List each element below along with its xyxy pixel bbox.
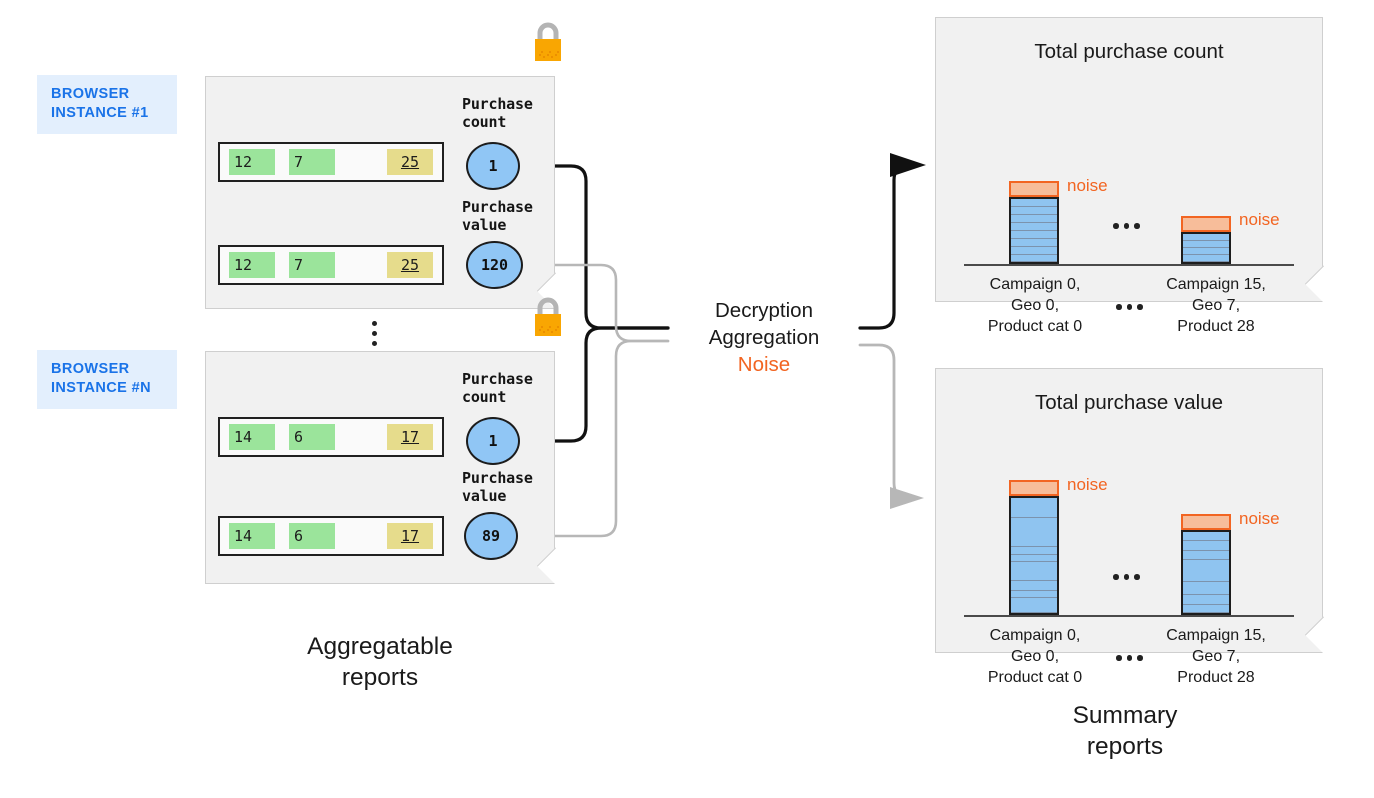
chart-ellipsis — [1113, 223, 1140, 229]
aggregation-process-label: Decryption Aggregation Noise — [669, 297, 859, 378]
metric-bubble-purchase-value: 120 — [466, 241, 523, 289]
vertical-ellipsis — [372, 321, 377, 346]
metric-label-purchase-count: Purchase count — [462, 370, 533, 406]
summary-report-panel-count: Total purchase count noise — [935, 17, 1342, 335]
summary-title: Total purchase count — [1034, 40, 1224, 63]
report-cell-campaign: 12 — [229, 252, 275, 278]
padlock-icon — [531, 294, 565, 338]
noise-label: noise — [1067, 475, 1108, 494]
bar-value-campaign0 — [1009, 496, 1059, 615]
panel-fold-corner — [536, 547, 574, 585]
noise-label: noise — [1067, 176, 1108, 195]
bar-noise-segment — [1009, 181, 1059, 197]
report-row: 12 7 25 — [218, 142, 444, 182]
bar-caption: Campaign 0, Geo 0, Product cat 0 — [987, 276, 1083, 335]
noise-label: noise — [1239, 210, 1280, 229]
metric-label-purchase-value: Purchase value — [462, 469, 533, 505]
metric-bubble-purchase-value: 89 — [464, 512, 518, 560]
caption-ellipsis — [1116, 655, 1143, 661]
bar-value-campaign15 — [1181, 530, 1231, 615]
bar-caption: Campaign 0, Geo 0, Product cat 0 — [987, 627, 1083, 686]
summary-reports-caption: Summary reports — [1072, 702, 1178, 760]
summary-title: Total purchase value — [1034, 391, 1224, 414]
process-line-aggregation: Aggregation — [708, 326, 820, 349]
browser-instance-n-badge: BROWSER INSTANCE #N — [37, 350, 177, 409]
padlock-icon — [531, 19, 565, 63]
bar-noise-segment — [1181, 514, 1231, 530]
bar-caption: Campaign 15, Geo 7, Product 28 — [1166, 627, 1266, 686]
chart-axis-line — [964, 264, 1294, 266]
chart-count: noise noise — [936, 78, 1322, 335]
report-row: 14 6 17 — [218, 417, 444, 457]
browser-instance-1-badge: BROWSER INSTANCE #1 — [37, 75, 177, 134]
bar-caption: Campaign 15, Geo 7, Product 28 — [1166, 276, 1266, 335]
chart-value: noise noise — [936, 429, 1322, 686]
caption-ellipsis — [1116, 304, 1143, 310]
bar-count-campaign15 — [1181, 232, 1231, 264]
bar-noise-segment — [1181, 216, 1231, 232]
metric-bubble-purchase-count: 1 — [466, 417, 520, 465]
process-line-noise: Noise — [737, 353, 791, 376]
report-cell-campaign: 14 — [229, 523, 275, 549]
report-cell-key: 17 — [387, 424, 433, 450]
report-cell-campaign: 12 — [229, 149, 275, 175]
report-row: 14 6 17 — [218, 516, 444, 556]
report-cell-key: 17 — [387, 523, 433, 549]
bar-count-campaign0 — [1009, 197, 1059, 264]
report-cell-geo: 6 — [289, 523, 335, 549]
noise-label: noise — [1239, 509, 1280, 528]
report-cell-campaign: 14 — [229, 424, 275, 450]
report-cell-geo: 7 — [289, 252, 335, 278]
chart-ellipsis — [1113, 574, 1140, 580]
metric-label-purchase-count: Purchase count — [462, 95, 533, 131]
process-line-decryption: Decryption — [715, 299, 813, 322]
summary-report-panel-value: Total purchase value noise noise — [935, 368, 1342, 686]
report-cell-geo: 6 — [289, 424, 335, 450]
chart-axis-line — [964, 615, 1294, 617]
metric-bubble-purchase-count: 1 — [466, 142, 520, 190]
report-cell-key: 25 — [387, 149, 433, 175]
report-cell-geo: 7 — [289, 149, 335, 175]
bar-noise-segment — [1009, 480, 1059, 496]
report-cell-key: 25 — [387, 252, 433, 278]
report-row: 12 7 25 — [218, 245, 444, 285]
aggregatable-reports-caption: Aggregatable reports — [307, 633, 453, 691]
metric-label-purchase-value: Purchase value — [462, 198, 533, 234]
